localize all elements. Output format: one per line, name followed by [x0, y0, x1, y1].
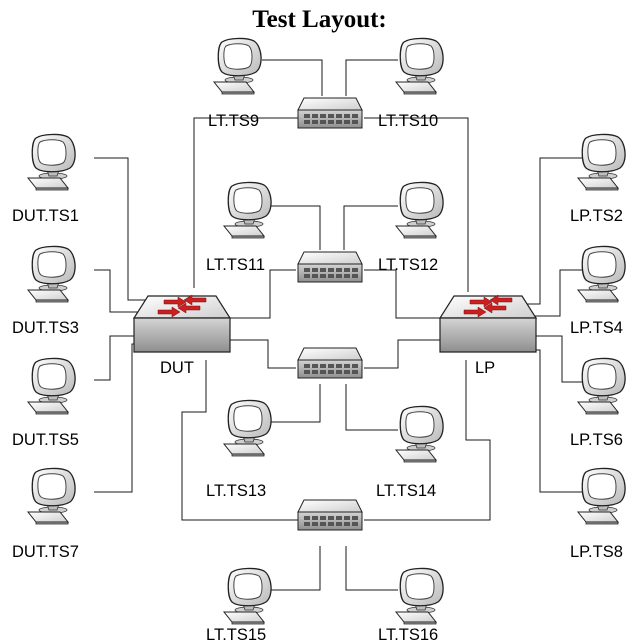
diagram-title: Test Layout:	[252, 6, 387, 33]
terminal-lp-ts8: LP.TS8	[570, 467, 626, 561]
wire-dut-ts5	[94, 335, 140, 381]
terminal-label: LT.TS11	[206, 256, 265, 274]
wire-hub-d-lp	[364, 360, 491, 521]
wire-dut-ts1	[94, 157, 150, 301]
terminal-label: DUT.TS3	[12, 319, 79, 337]
terminal-lp-ts2: LP.TS2	[570, 133, 626, 225]
wire-lp-ts8	[522, 349, 582, 493]
terminal-label: LP.TS8	[570, 543, 623, 561]
wire-hub-d-dut	[181, 360, 298, 521]
hub-b	[297, 251, 363, 283]
terminal-lt-ts12: LT.TS12	[378, 181, 444, 274]
wire-dut-ts3	[94, 269, 140, 313]
wire-lp-ts4	[532, 269, 582, 317]
terminal-label: DUT.TS7	[12, 543, 79, 561]
router-dut-label: DUT	[160, 359, 194, 377]
terminal-lt-ts11: LT.TS11	[206, 181, 272, 274]
terminal-label: LT.TS12	[378, 256, 438, 274]
wire-dut-ts7	[94, 343, 150, 493]
wire-lp-ts6	[532, 335, 582, 383]
wire-lt-ts11	[262, 205, 321, 250]
wire-lt-ts14	[345, 384, 398, 431]
wire-hub-c-dut	[228, 339, 296, 369]
wire-lt-ts16	[345, 546, 398, 591]
wire-hub-c-lp	[364, 339, 440, 369]
wire-hub-a-lp	[364, 117, 469, 292]
terminal-label: LP.TS2	[570, 207, 623, 225]
terminal-label: LT.TS13	[206, 482, 266, 500]
terminal-label: LP.TS4	[570, 319, 623, 337]
wire-hub-b-lp	[364, 269, 440, 319]
wire-lt-ts13	[262, 384, 321, 423]
terminal-lt-ts10: LT.TS10	[378, 37, 444, 130]
router-dut: DUT	[133, 294, 231, 377]
terminal-label: LT.TS15	[206, 626, 266, 644]
router-lp: LP	[439, 294, 537, 377]
terminal-lt-ts16: LT.TS16	[378, 567, 444, 644]
hub-a	[297, 97, 363, 129]
router-lp-label: LP	[475, 359, 495, 377]
terminal-label: DUT.TS1	[12, 207, 79, 225]
terminal-dut-ts3: DUT.TS3	[12, 245, 79, 337]
terminal-label: LT.TS14	[376, 482, 436, 500]
wire-lt-ts10	[345, 59, 398, 96]
terminal-label: LT.TS10	[378, 112, 438, 130]
terminal-lt-ts15: LT.TS15	[206, 567, 272, 644]
hub-d	[297, 499, 363, 531]
terminal-lp-ts4: LP.TS4	[570, 245, 626, 337]
terminal-label: LT.TS9	[208, 112, 259, 130]
wire-lt-ts15	[262, 546, 321, 591]
wire-lp-ts2	[520, 157, 582, 305]
connection-wires	[94, 59, 582, 591]
terminal-label: LP.TS6	[570, 431, 623, 449]
terminal-lt-ts9: LT.TS9	[208, 37, 262, 130]
terminal-label: DUT.TS5	[12, 431, 79, 449]
wire-lt-ts9	[262, 59, 323, 96]
terminal-dut-ts7: DUT.TS7	[12, 467, 79, 561]
terminal-label: LT.TS16	[378, 626, 438, 644]
terminal-lp-ts6: LP.TS6	[570, 357, 626, 449]
wire-lt-ts12	[343, 205, 398, 250]
terminal-dut-ts1: DUT.TS1	[12, 133, 79, 225]
wire-hub-a-dut	[193, 117, 298, 288]
terminal-lt-ts13: LT.TS13	[206, 399, 272, 500]
terminal-dut-ts5: DUT.TS5	[12, 357, 79, 449]
terminal-lt-ts14: LT.TS14	[376, 405, 444, 500]
hub-c	[297, 347, 363, 379]
wire-hub-b-dut	[228, 269, 296, 319]
